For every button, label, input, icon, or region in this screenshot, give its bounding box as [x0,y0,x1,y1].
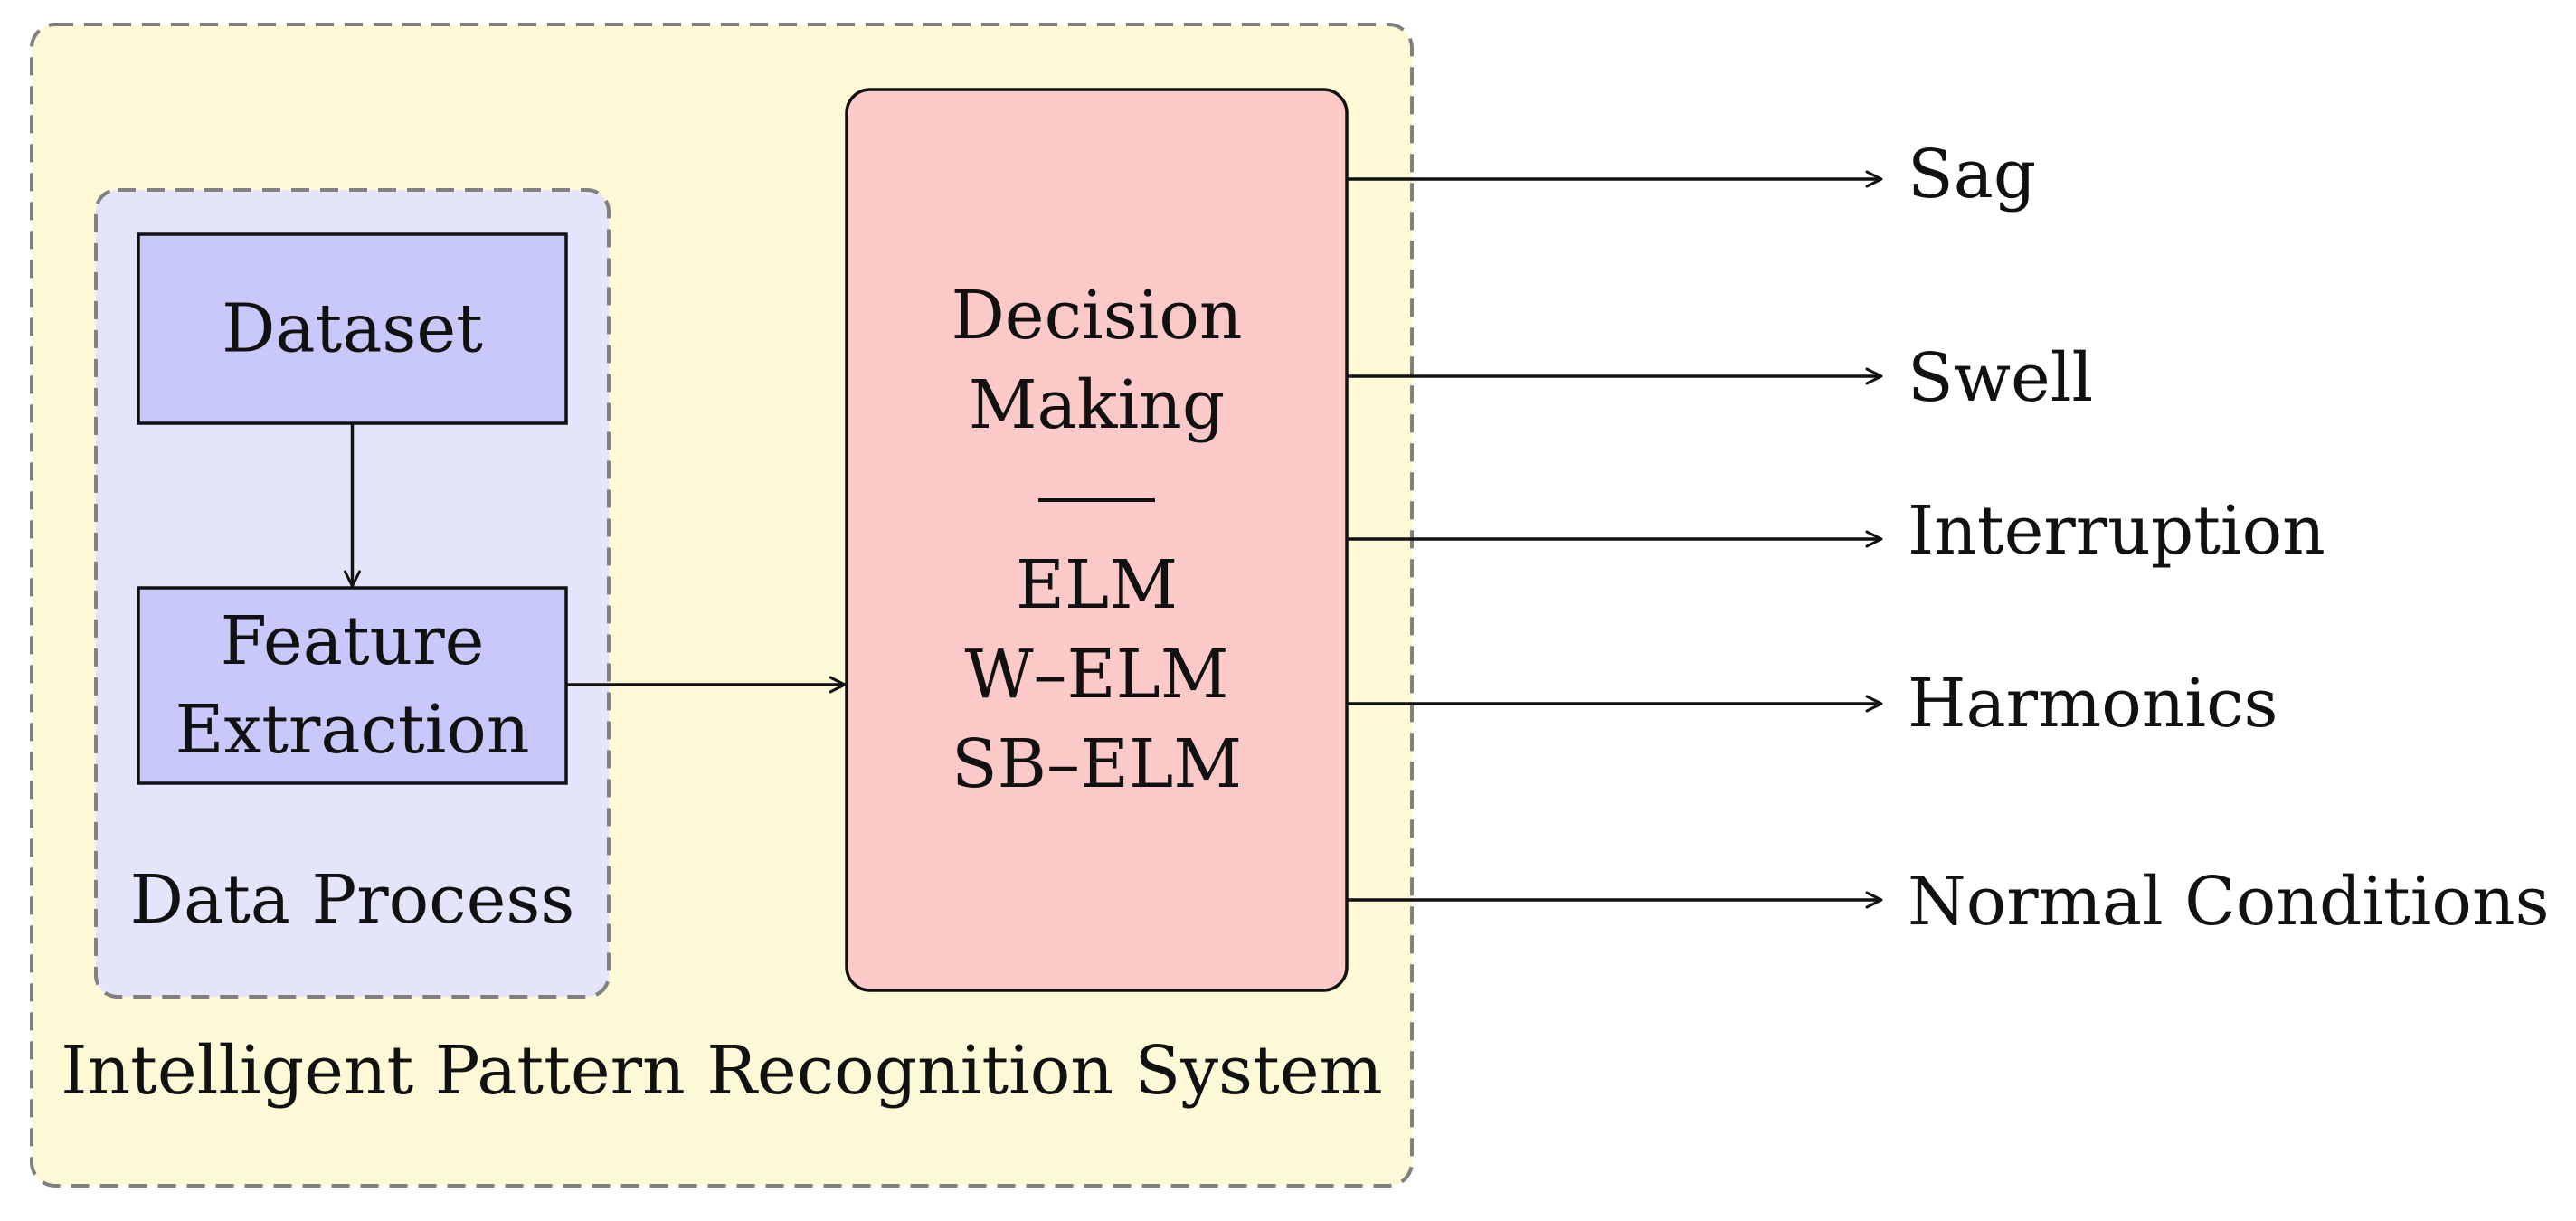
dataset-node [137,232,568,425]
output-normal-conditions: Normal Conditions [1908,863,2550,941]
output-swell: Swell [1908,339,2093,417]
system-label: Intelligent Pattern Recognition System [61,1032,1382,1110]
feature-extraction-line1: Feature [221,602,485,680]
decision-making-line1: Decision [951,277,1242,355]
dataset-label: Dataset [222,290,483,368]
output-sag: Sag [1908,136,2036,213]
method-w-elm: W–ELM [965,636,1229,714]
output-harmonics: Harmonics [1908,665,2278,743]
output-interruption: Interruption [1908,492,2325,570]
method-elm: ELM [1016,546,1178,624]
feature-extraction-line2: Extraction [175,691,529,769]
data-process-label: Data Process [130,861,575,939]
method-sb-elm: SB–ELM [952,725,1242,803]
decision-making-node [845,88,1349,992]
decision-making-line2: Making [969,366,1225,444]
